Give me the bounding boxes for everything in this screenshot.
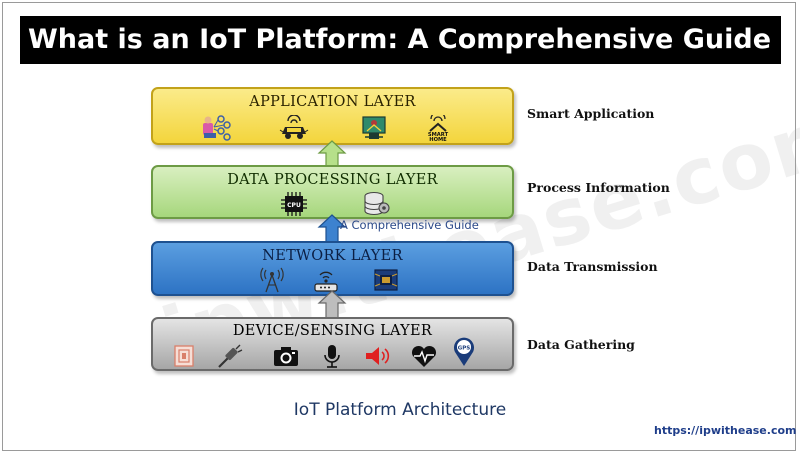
device-sensing-layer-title: DEVICE/SENSING LAYER	[232, 323, 433, 339]
network-layer: NETWORK LAYER	[151, 241, 514, 296]
application-layer: APPLICATION LAYER	[151, 87, 514, 145]
device-sensing-layer-icons: GPS	[153, 337, 512, 369]
database-gear-icon	[364, 191, 390, 216]
source-url: https://ipwithease.com	[654, 424, 797, 437]
smart-home-text: SMART	[428, 132, 449, 138]
diagram-caption: IoT Platform Architecture	[293, 400, 507, 420]
heartbeat-icon	[411, 345, 437, 367]
application-layer-label: Smart Application	[527, 106, 655, 121]
cpu-chip-icon: CPU	[281, 192, 307, 216]
network-layer-icons	[153, 267, 512, 293]
application-layer-title: APPLICATION LAYER	[249, 94, 416, 110]
person-network-icon	[203, 115, 231, 141]
arrow-up-device-to-network	[317, 290, 347, 320]
speaker-icon	[366, 347, 390, 365]
network-layer-title: NETWORK LAYER	[262, 248, 403, 264]
device-sensing-layer: DEVICE/SENSING LAYER	[151, 317, 514, 371]
device-sensing-layer-label: Data Gathering	[527, 337, 635, 352]
data-processing-layer-icons: CPU	[153, 191, 512, 217]
page-title: What is an IoT Platform: A Comprehensive…	[20, 16, 781, 64]
image-frame	[2, 2, 796, 451]
camera-icon	[274, 347, 298, 366]
smart-home-icon: SMART HOME	[428, 115, 449, 141]
antenna-tower-icon	[260, 267, 284, 293]
gps-pin-icon: GPS	[454, 337, 474, 366]
smart-home-text-line: SMART	[428, 132, 449, 138]
connected-car-icon	[279, 115, 309, 139]
network-layer-label: Data Transmission	[527, 259, 658, 274]
data-processing-layer-label: Process Information	[527, 180, 670, 195]
cpu-text: CPU	[287, 202, 301, 209]
rfid-tag-icon	[174, 345, 194, 367]
data-processing-layer-title: DATA PROCESSING LAYER	[227, 172, 438, 188]
gps-text: GPS	[458, 346, 471, 352]
application-layer-icons: SMART HOME	[153, 115, 512, 141]
chip-board-icon	[374, 269, 398, 291]
smart-home-text-2: HOME	[429, 137, 447, 141]
probe-sensor-icon	[218, 344, 243, 368]
data-processing-layer: DATA PROCESSING LAYER CPU	[151, 165, 514, 219]
arrow-up-processing-to-application	[317, 140, 347, 168]
smart-agriculture-icon	[362, 116, 386, 139]
router-icon	[314, 271, 338, 292]
microphone-icon	[324, 345, 340, 368]
overlay-subtitle-text: A Comprehensive Guide	[340, 218, 479, 232]
